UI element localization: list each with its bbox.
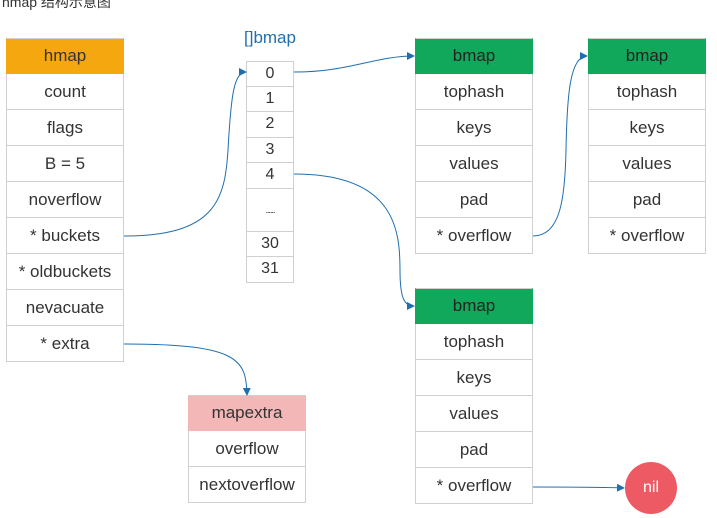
mapextra-struct: mapextra overflow nextoverflow <box>188 395 306 503</box>
bucket-array: 0 1 2 3 4 ...... 30 31 <box>246 61 294 283</box>
hmap-field-flags: flags <box>6 110 124 146</box>
bucket-cell-2: 2 <box>246 112 294 138</box>
bucket-cell-31: 31 <box>246 257 294 283</box>
arrow-bucket4-to-bmap-c <box>293 173 415 310</box>
bmap-struct-a: bmap tophash keys values pad * overflow <box>415 38 533 254</box>
arrow-bucket0-to-bmap-a <box>293 52 415 73</box>
bucket-array-title: []bmap <box>244 28 296 47</box>
hmap-struct: hmap count flags B = 5 noverflow * bucke… <box>6 38 124 362</box>
bucket-cell-30: 30 <box>246 231 294 257</box>
hmap-field-buckets: * buckets <box>6 218 124 254</box>
bmap-c-field-tophash: tophash <box>415 324 533 360</box>
bmap-a-field-keys: keys <box>415 110 533 146</box>
bmap-struct-b: bmap tophash keys values pad * overflow <box>588 38 706 254</box>
bmap-b-field-overflow: * overflow <box>588 218 706 254</box>
bmap-a-field-pad: pad <box>415 182 533 218</box>
bmap-c-field-values: values <box>415 396 533 432</box>
bucket-cell-3: 3 <box>246 137 294 163</box>
bmap-a-field-tophash: tophash <box>415 74 533 110</box>
bmap-a-field-overflow: * overflow <box>415 218 533 254</box>
bmap-a-field-values: values <box>415 146 533 182</box>
hmap-field-oldbuckets: * oldbuckets <box>6 254 124 290</box>
hmap-field-noverflow: noverflow <box>6 182 124 218</box>
arrow-bmap-a-overflow-to-bmap-b <box>532 52 588 237</box>
hmap-header: hmap <box>6 38 124 74</box>
bucket-cell-4: 4 <box>246 163 294 189</box>
bmap-b-field-pad: pad <box>588 182 706 218</box>
nil-node: nil <box>625 462 677 514</box>
mapextra-header: mapextra <box>188 395 306 431</box>
arrow-bmap-c-overflow-to-nil <box>532 483 625 492</box>
arrow-extra-to-mapextra <box>123 343 251 396</box>
bmap-b-header: bmap <box>588 38 706 74</box>
bmap-a-header: bmap <box>415 38 533 74</box>
bmap-b-field-keys: keys <box>588 110 706 146</box>
diagram-caption: hmap 结构示意图 <box>2 0 111 10</box>
bmap-c-header: bmap <box>415 288 533 324</box>
bmap-c-field-keys: keys <box>415 360 533 396</box>
bmap-b-field-values: values <box>588 146 706 182</box>
bucket-cell-ellipsis: ...... <box>246 188 294 232</box>
bmap-c-field-pad: pad <box>415 432 533 468</box>
hmap-field-nevacuate: nevacuate <box>6 290 124 326</box>
bmap-struct-c: bmap tophash keys values pad * overflow <box>415 288 533 504</box>
mapextra-field-nextoverflow: nextoverflow <box>188 467 306 503</box>
hmap-field-count: count <box>6 74 124 110</box>
hmap-field-b: B = 5 <box>6 146 124 182</box>
mapextra-field-overflow: overflow <box>188 431 306 467</box>
bmap-b-field-tophash: tophash <box>588 74 706 110</box>
arrow-buckets-to-array <box>123 68 247 237</box>
bmap-c-field-overflow: * overflow <box>415 468 533 504</box>
hmap-field-extra: * extra <box>6 326 124 362</box>
bucket-cell-1: 1 <box>246 86 294 112</box>
